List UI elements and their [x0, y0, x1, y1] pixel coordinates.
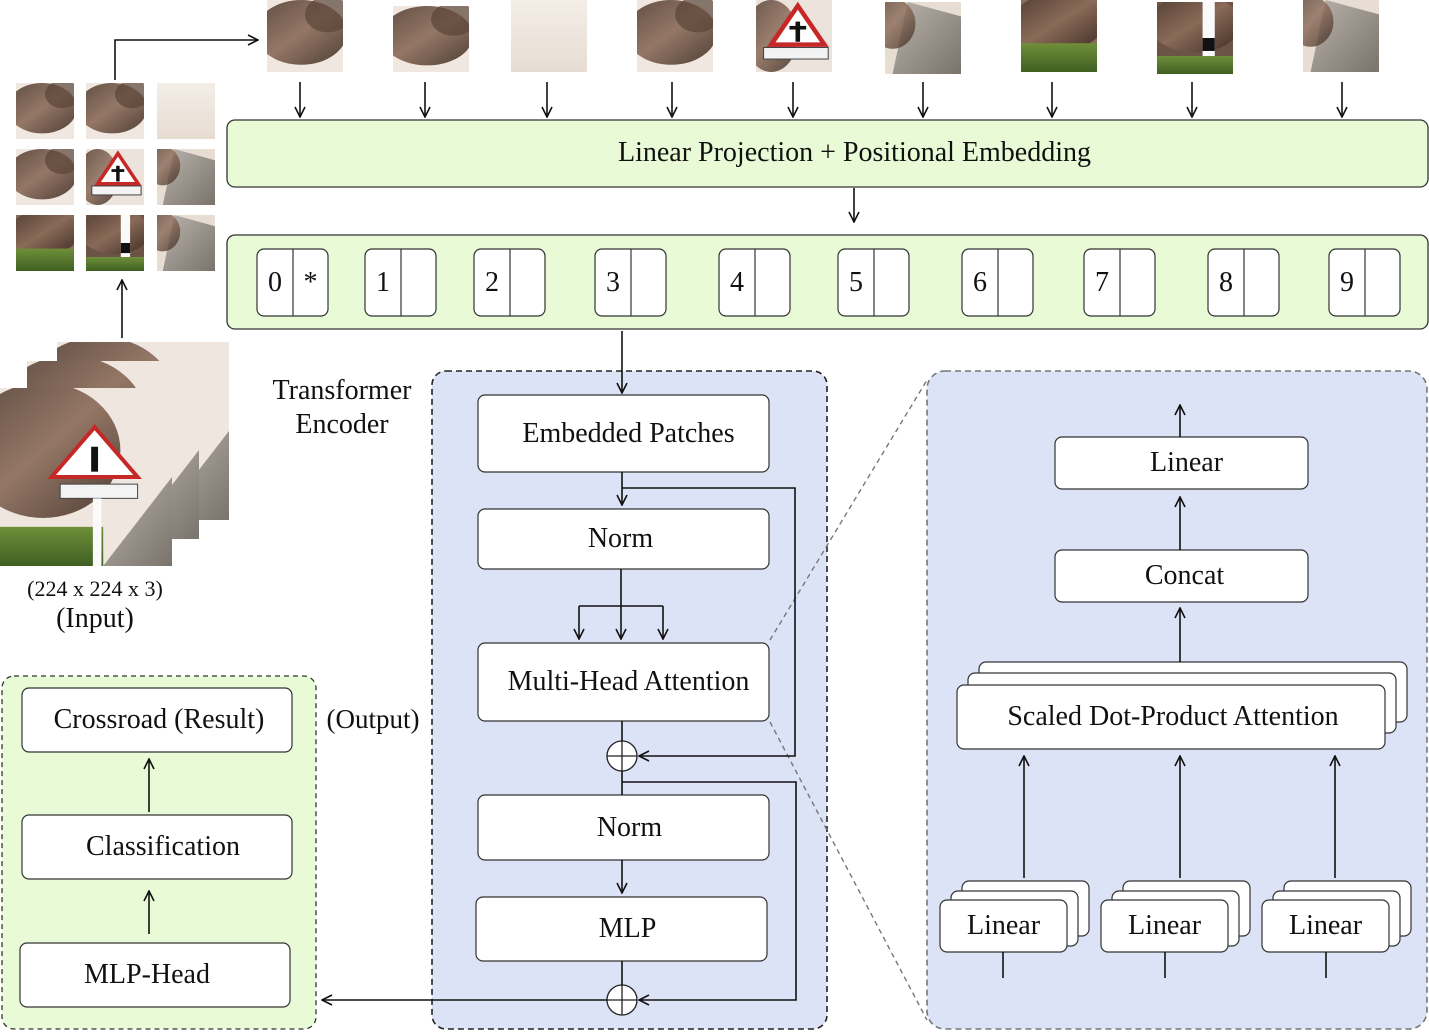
patch-thumbnail-5 — [756, 0, 832, 72]
embedded-patches-label: Embedded Patches — [522, 417, 735, 449]
token-index-4: 4 — [730, 266, 744, 298]
norm1-label: Norm — [587, 523, 654, 554]
grid-patch-4 — [16, 149, 74, 205]
token-box-7 — [1083, 248, 1156, 317]
input-size-label: (224 x 224 x 3) — [27, 576, 163, 601]
grid-patch-3 — [157, 83, 215, 139]
output-label: (Output) — [326, 704, 420, 734]
mha-label: Multi-Head Attention — [507, 666, 750, 697]
norm2-box — [477, 794, 770, 861]
token-box-2 — [473, 248, 546, 317]
mlp-head-label: MLP-Head — [84, 959, 210, 990]
projection-bar — [226, 119, 1429, 188]
grid-patch-5 — [86, 149, 144, 205]
mlp-head-box — [19, 942, 291, 1008]
token-index-1: 1 — [376, 266, 390, 298]
zoom-connector-bottom — [769, 721, 928, 1021]
token-index-8: 8 — [1219, 266, 1233, 298]
grid-patch-9 — [157, 215, 215, 271]
input-image-stack — [0, 342, 229, 566]
patch-thumbnail-9 — [1303, 0, 1379, 72]
result-box — [21, 687, 293, 753]
linear-input-k-label: Linear — [1127, 910, 1202, 941]
residual-add-1-icon — [606, 740, 638, 772]
token-box-5 — [837, 248, 910, 317]
concat-box — [1054, 549, 1309, 603]
token-boxes — [256, 248, 1401, 317]
zoom-connector-top — [769, 379, 928, 641]
patch-thumbnail-3 — [511, 0, 587, 72]
token-index-0: 0 — [268, 266, 282, 298]
token-index-9: 9 — [1340, 266, 1354, 298]
token-class-marker: * — [303, 266, 318, 298]
token-index-6: 6 — [973, 266, 987, 298]
token-box-9 — [1328, 248, 1401, 317]
residual-add-2-icon — [606, 984, 638, 1016]
mha-box — [477, 642, 770, 722]
grid-patch-7 — [16, 215, 74, 271]
mlp-label: MLP — [598, 913, 657, 944]
token-index-5: 5 — [849, 266, 863, 298]
grid-patch-8 — [86, 215, 144, 271]
grid-patch-6 — [157, 149, 215, 205]
encoder-connectors — [322, 331, 797, 1000]
patch-grid — [16, 83, 215, 271]
patch-thumbnail-6 — [885, 2, 961, 74]
token-index-3: 3 — [606, 266, 620, 298]
grid-patch-2 — [86, 83, 144, 139]
linear-top-box — [1054, 436, 1309, 490]
input-image-front — [0, 388, 172, 566]
concat-label: Concat — [1144, 560, 1225, 591]
patch-thumbnail-7 — [1021, 0, 1097, 72]
input-label: (Input) — [56, 603, 134, 634]
linear-top-label: Linear — [1149, 447, 1224, 478]
patch-arrows — [114, 40, 1342, 338]
linear-input-stacks — [939, 880, 1412, 953]
linear-input-q-label: Linear — [966, 910, 1041, 941]
encoder-title-line1: Transformer — [272, 375, 412, 406]
token-index-2: 2 — [485, 266, 499, 298]
linear-input-v-label: Linear — [1288, 910, 1363, 941]
token-box-0 — [256, 248, 329, 317]
token-box-3 — [594, 248, 667, 317]
token-box-1 — [364, 248, 437, 317]
token-box-4 — [718, 248, 791, 317]
patch-thumbnail-4 — [637, 0, 713, 72]
sdpa-box — [956, 684, 1386, 750]
token-index-7: 7 — [1095, 266, 1109, 298]
patch-thumbnail-1 — [267, 0, 343, 72]
token-box-8 — [1207, 248, 1280, 317]
grid-patch-1 — [16, 83, 74, 139]
classification-box — [21, 814, 293, 880]
norm2-label: Norm — [596, 811, 663, 843]
token-box-6 — [961, 248, 1034, 317]
embedded-patches-box — [477, 394, 770, 473]
norm1-box — [477, 508, 770, 570]
patch-thumbnail-8 — [1157, 2, 1233, 74]
result-label: Crossroad (Result) — [53, 704, 265, 735]
patch-thumbnail-row — [267, 0, 1379, 74]
classification-label: Classification — [86, 831, 240, 862]
encoder-title-line2: Encoder — [295, 409, 389, 440]
attention-connectors — [1002, 405, 1335, 978]
patch-thumbnail-2 — [393, 6, 469, 72]
projection-label: Linear Projection + Positional Embedding — [617, 137, 1092, 168]
sdpa-label: Scaled Dot-Product Attention — [1007, 701, 1339, 732]
